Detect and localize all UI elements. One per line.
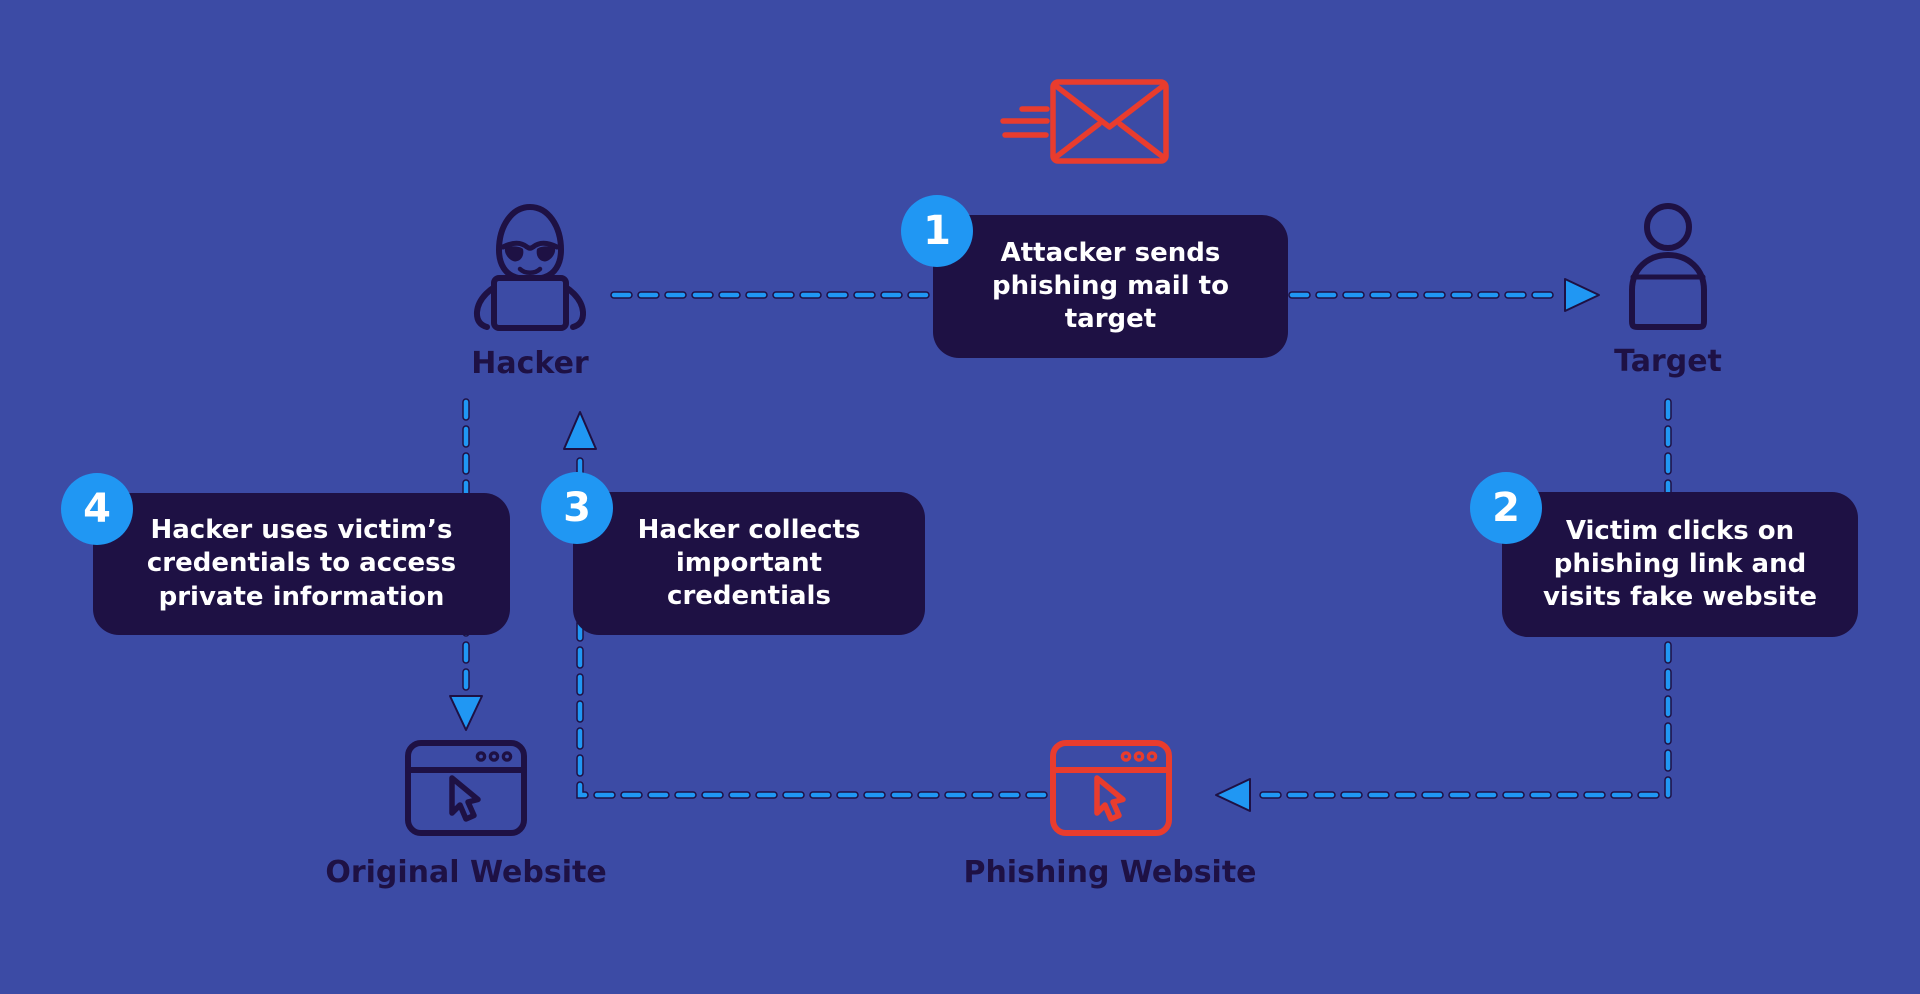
arrowhead-left-icon <box>1215 778 1251 812</box>
connector-target-to-phishing <box>1215 398 1672 812</box>
step-4-box: Hacker uses victim’s credentials to acce… <box>61 473 510 635</box>
connector-step1-to-target <box>1288 278 1600 312</box>
step-4-number-badge: 4 <box>61 473 133 545</box>
original-website-browser-icon <box>405 740 527 836</box>
phishing-website-browser-icon <box>1050 740 1172 836</box>
sunglasses-right-lens <box>536 246 556 262</box>
person-icon <box>1629 203 1707 330</box>
laptop-icon <box>491 275 569 331</box>
hacker-label: Hacker <box>471 346 589 381</box>
step-2-number-badge: 2 <box>1470 472 1542 544</box>
phishing-website-label: Phishing Website <box>963 855 1257 890</box>
step-1-number-badge: 1 <box>901 195 973 267</box>
step-3-text: Hacker collects important credentials <box>637 514 861 611</box>
step-2-box: Victim clicks on phishing link and visit… <box>1470 472 1858 637</box>
step-1-text: Attacker sends phishing mail to target <box>992 237 1229 334</box>
step-2-text: Victim clicks on phishing link and visit… <box>1542 515 1818 612</box>
arrowhead-down-icon <box>449 695 483 731</box>
step-3-box: Hacker collects important credentials 3 <box>541 472 925 635</box>
original-website-label: Original Website <box>325 855 607 890</box>
cursor-icon <box>449 775 481 822</box>
arrowhead-up-icon <box>563 411 597 450</box>
cursor-icon-red <box>1094 775 1126 822</box>
hacker-icon <box>473 204 587 331</box>
mail-sent-icon <box>1000 79 1169 164</box>
arrowhead-right-icon <box>1564 278 1600 312</box>
step-1-box: Attacker sends phishing mail to target 1 <box>901 195 1288 358</box>
sunglasses-left-lens <box>504 246 524 262</box>
target-label: Target <box>1614 344 1722 379</box>
step-3-number-badge: 3 <box>541 472 613 544</box>
step-4-text: Hacker uses victim’s credentials to acce… <box>146 515 457 612</box>
